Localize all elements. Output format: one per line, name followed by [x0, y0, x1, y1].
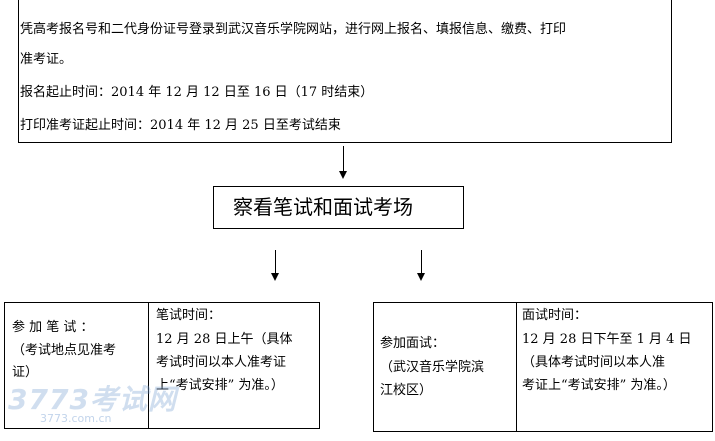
written-exam-title-3: 证）	[12, 365, 39, 380]
print-admission-period: 打印准考证起止时间：2014 年 12 月 25 日至考试结束	[20, 118, 341, 133]
written-exam-title-2: （考试地点见准考	[12, 343, 117, 358]
written-exam-time-note-1: 考试时间以本人准考证	[156, 355, 287, 370]
arrow-down-1	[343, 146, 344, 172]
registration-line-1: 凭高考报名号和二代身份证号登录到武汉音乐学院网站，进行网上报名、填报信息、缴费、…	[20, 22, 567, 37]
check-exam-venue-box	[213, 186, 464, 229]
written-exam-box	[4, 302, 320, 429]
written-exam-divider	[148, 302, 149, 429]
interview-time-label: 面试时间：	[522, 308, 588, 323]
arrowhead-3	[417, 273, 425, 281]
written-exam-time-date: 12 月 28 日上午（具体	[156, 332, 293, 347]
arrow-down-3	[421, 250, 422, 274]
written-exam-time-note-2: 上“考试安排” 为准。）	[156, 378, 284, 393]
interview-title-2: （武汉音乐学院滨	[380, 360, 485, 375]
interview-time-note-2: 考证上“考试安排” 为准。）	[522, 378, 676, 393]
interview-box	[373, 302, 713, 432]
registration-info-box	[18, 0, 672, 143]
registration-line-2: 准考证。	[20, 52, 73, 67]
written-exam-time-label: 笔试时间：	[156, 308, 222, 323]
written-exam-title-1: 参 加 笔 试 ：	[12, 320, 94, 335]
interview-title-1: 参加面试：	[380, 336, 446, 351]
arrow-down-2	[275, 250, 276, 274]
interview-divider	[516, 302, 517, 432]
interview-time-note-1: （具体考试时间以本人准	[522, 355, 666, 370]
interview-title-3: 江校区）	[380, 383, 433, 398]
arrowhead-2	[271, 273, 279, 281]
watermark-url: 3773.com.cn	[40, 412, 112, 425]
arrowhead-1	[339, 171, 347, 179]
interview-time-date: 12 月 28 日下午至 1 月 4 日	[522, 332, 692, 347]
registration-period: 报名起止时间：2014 年 12 月 12 日至 16 日（17 时结束）	[20, 85, 374, 100]
check-exam-venue-label: 察看笔试和面试考场	[233, 195, 413, 219]
watermark-logo: 3773考试网	[8, 383, 177, 416]
